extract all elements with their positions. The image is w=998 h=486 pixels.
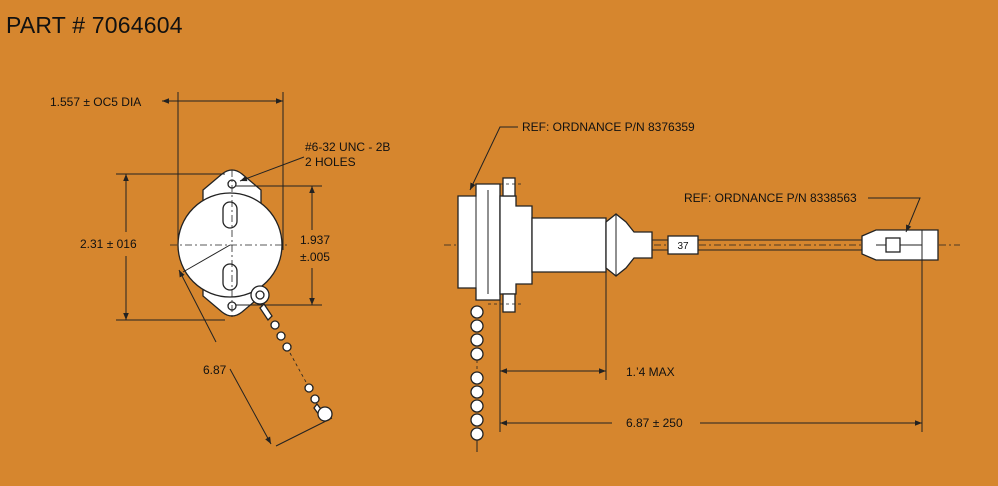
- cable-tag: [667, 235, 699, 255]
- slot-bottom: [222, 263, 238, 291]
- side-body: [531, 217, 607, 273]
- ref-ordnance-2: REF: ORDNANCE P/N 8338563: [684, 191, 857, 205]
- side-cap: [605, 213, 653, 277]
- ref-ordnance-1: REF: ORDNANCE P/N 8376359: [522, 120, 695, 134]
- hole-spacing-tolerance: ±.005: [300, 250, 330, 264]
- front-view: 1.557 ± OC5 DIA #6-32 UNC - 2B 2 HOLES 2…: [50, 92, 390, 447]
- max-label: 1.’4 MAX: [626, 365, 675, 379]
- lanyard-length-label: 6.87: [203, 363, 227, 377]
- overall-length-label: 6.87 ± 250: [626, 416, 683, 430]
- part-title: PART # 7064604: [6, 12, 183, 38]
- slot-top: [222, 201, 238, 229]
- side-flange: [457, 183, 501, 301]
- cable-tag-label: 37: [677, 241, 689, 252]
- height-label: 2.31 ± 016: [80, 237, 137, 251]
- dia-label: 1.557 ± OC5 DIA: [50, 95, 141, 109]
- side-hub: [499, 195, 533, 295]
- thread-label: #6-32 UNC - 2B: [305, 140, 390, 154]
- side-view: REF: ORDNANCE P/N 8376359 37 REF: ORDNAN…: [444, 120, 960, 452]
- hole-spacing-label: 1.937: [300, 233, 330, 247]
- holes-label: 2 HOLES: [305, 155, 356, 169]
